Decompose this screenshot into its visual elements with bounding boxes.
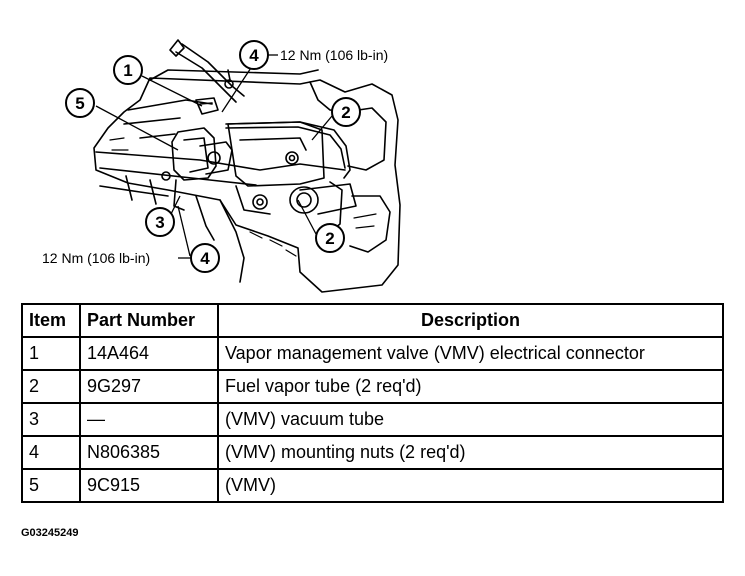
figure-id: G03245249 bbox=[21, 527, 79, 539]
svg-text:1: 1 bbox=[123, 61, 132, 80]
cell-item: 1 bbox=[21, 336, 81, 371]
svg-text:3: 3 bbox=[155, 213, 164, 232]
callout-5: 5 bbox=[65, 88, 95, 118]
torque-label-bottom: 12 Nm (106 lb-in) bbox=[42, 250, 150, 266]
table-row: 1 14A464 Vapor management valve (VMV) el… bbox=[21, 336, 724, 371]
cell-part-number: 9C915 bbox=[79, 468, 219, 503]
table-row: 3 — (VMV) vacuum tube bbox=[21, 402, 724, 437]
cell-item: 4 bbox=[21, 435, 81, 470]
engine-illustration bbox=[93, 39, 401, 293]
cell-part-number: — bbox=[79, 402, 219, 437]
callout-2-bottom: 2 bbox=[315, 223, 345, 253]
parts-table: Item Part Number Description 1 14A464 Va… bbox=[21, 303, 724, 503]
header-description: Description bbox=[217, 303, 724, 338]
svg-text:2: 2 bbox=[341, 103, 350, 122]
svg-text:4: 4 bbox=[200, 249, 210, 268]
svg-text:5: 5 bbox=[75, 94, 84, 113]
cell-description: (VMV) vacuum tube bbox=[217, 402, 724, 437]
vmv-exploded-diagram: 1 5 4 2 2 3 4 12 Nm (106 lb-in) 12 Nm (1… bbox=[42, 39, 401, 293]
cell-item: 3 bbox=[21, 402, 81, 437]
cell-description: Vapor management valve (VMV) electrical … bbox=[217, 336, 724, 371]
callout-4-bottom: 4 bbox=[190, 243, 220, 273]
callout-1: 1 bbox=[113, 55, 143, 85]
cell-description: (VMV) bbox=[217, 468, 724, 503]
table-row: 5 9C915 (VMV) bbox=[21, 468, 724, 503]
callout-4-top: 4 bbox=[239, 40, 269, 70]
callout-2-top: 2 bbox=[331, 97, 361, 127]
svg-text:4: 4 bbox=[249, 46, 259, 65]
cell-item: 2 bbox=[21, 369, 81, 404]
table-row: 2 9G297 Fuel vapor tube (2 req'd) bbox=[21, 369, 724, 404]
cell-description: Fuel vapor tube (2 req'd) bbox=[217, 369, 724, 404]
callout-3: 3 bbox=[145, 207, 175, 237]
cell-description: (VMV) mounting nuts (2 req'd) bbox=[217, 435, 724, 470]
header-part-number: Part Number bbox=[79, 303, 219, 338]
cell-part-number: 14A464 bbox=[79, 336, 219, 371]
cell-part-number: N806385 bbox=[79, 435, 219, 470]
header-item: Item bbox=[21, 303, 81, 338]
table-row: 4 N806385 (VMV) mounting nuts (2 req'd) bbox=[21, 435, 724, 470]
torque-label-top: 12 Nm (106 lb-in) bbox=[280, 47, 388, 63]
table-header-row: Item Part Number Description bbox=[21, 303, 724, 338]
cell-item: 5 bbox=[21, 468, 81, 503]
svg-text:2: 2 bbox=[325, 229, 334, 248]
cell-part-number: 9G297 bbox=[79, 369, 219, 404]
